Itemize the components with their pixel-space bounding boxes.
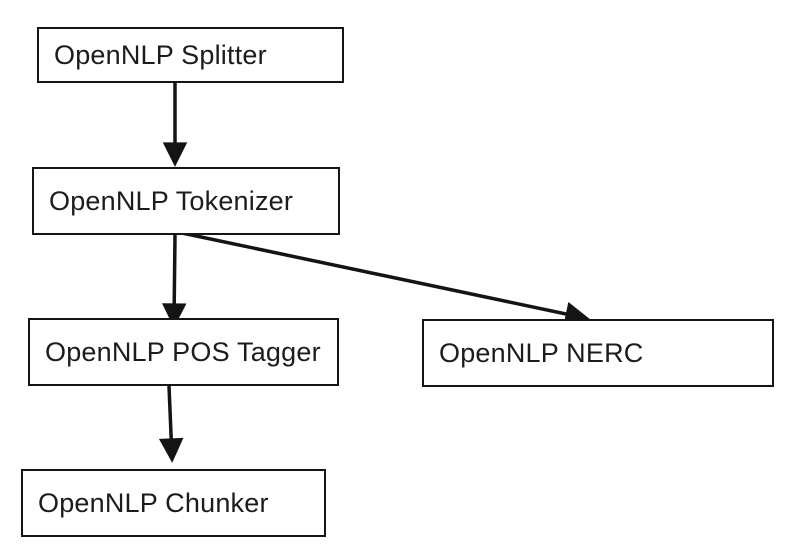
node-opennlp-pos-tagger: OpenNLP POS Tagger xyxy=(28,318,339,386)
node-opennlp-nerc: OpenNLP NERC xyxy=(422,319,774,387)
node-label-nerc: OpenNLP NERC xyxy=(439,337,644,368)
node-opennlp-chunker: OpenNLP Chunker xyxy=(21,469,326,537)
node-opennlp-splitter: OpenNLP Splitter xyxy=(37,27,344,83)
node-label-splitter: OpenNLP Splitter xyxy=(54,39,267,70)
arrow-pos-tagger-to-chunker xyxy=(158,385,184,463)
node-label-pos-tagger: OpenNLP POS Tagger xyxy=(45,336,321,367)
arrow-tokenizer-to-nerc xyxy=(181,231,590,326)
node-label-tokenizer: OpenNLP Tokenizer xyxy=(49,185,294,216)
node-label-chunker: OpenNLP Chunker xyxy=(38,487,269,518)
node-opennlp-tokenizer: OpenNLP Tokenizer xyxy=(32,167,340,235)
arrow-tokenizer-to-pos-tagger xyxy=(161,234,187,328)
